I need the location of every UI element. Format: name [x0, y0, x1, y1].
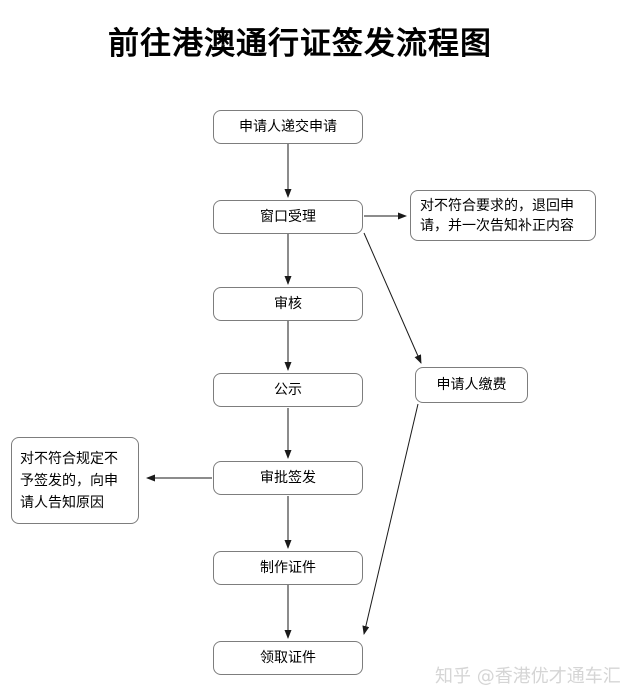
page-title: 前往港澳通行证签发流程图	[108, 26, 492, 62]
flow-node-return-application: 对不符合要求的，退回申请，并一次告知补正内容	[410, 190, 596, 241]
flow-node-publicity: 公示	[213, 373, 363, 407]
flow-node-collect: 领取证件	[213, 641, 363, 675]
flow-node-notify-reason: 对不符合规定不予签发的，向申请人告知原因	[11, 437, 139, 524]
flow-node-accept: 窗口受理	[213, 200, 363, 234]
watermark-text: 知乎 @香港优才通车汇	[435, 666, 621, 687]
flow-node-approve: 审批签发	[213, 461, 363, 495]
flow-node-produce: 制作证件	[213, 551, 363, 585]
flow-node-pay-fee: 申请人缴费	[415, 367, 528, 403]
edge-payfee-collect	[362, 403, 419, 635]
edge-accept-payfee	[363, 232, 422, 364]
flow-node-submit: 申请人递交申请	[213, 110, 363, 144]
flow-node-review: 审核	[213, 287, 363, 321]
